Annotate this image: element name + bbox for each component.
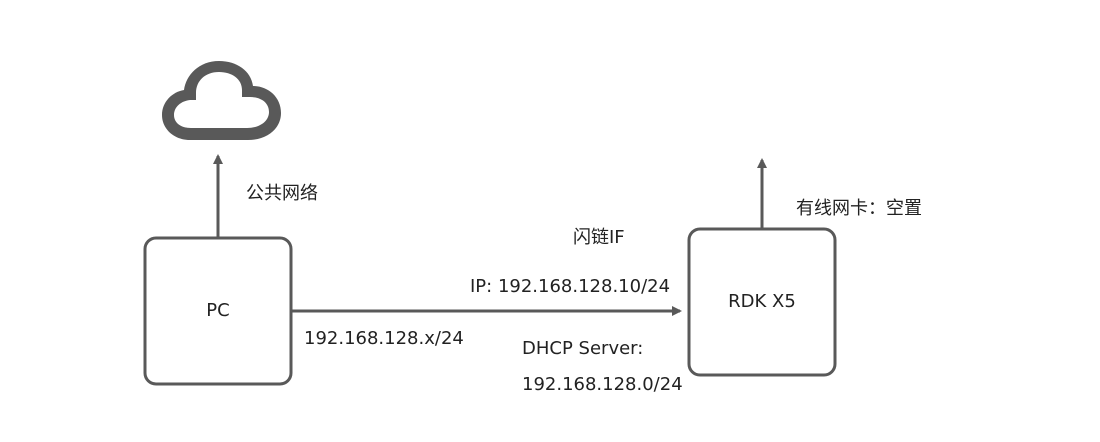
flash-if-label: 闪链IF [573, 227, 625, 248]
wired-nic-label: 有线网卡：空置 [796, 198, 922, 219]
dhcp-range-label: 192.168.128.0/24 [522, 374, 683, 395]
pc-node-box [143, 236, 293, 386]
pc-subnet-label: 192.168.128.x/24 [304, 328, 464, 349]
public-network-label: 公共网络 [246, 183, 318, 204]
cloud-icon [162, 61, 281, 140]
rdk-node-box [687, 227, 837, 377]
dhcp-server-label: DHCP Server: [522, 338, 644, 359]
rdk-node-label: RDK X5 [728, 291, 796, 312]
pc-node-label: PC [206, 300, 230, 321]
rdk-ip-label: IP: 192.168.128.10/24 [470, 276, 671, 297]
